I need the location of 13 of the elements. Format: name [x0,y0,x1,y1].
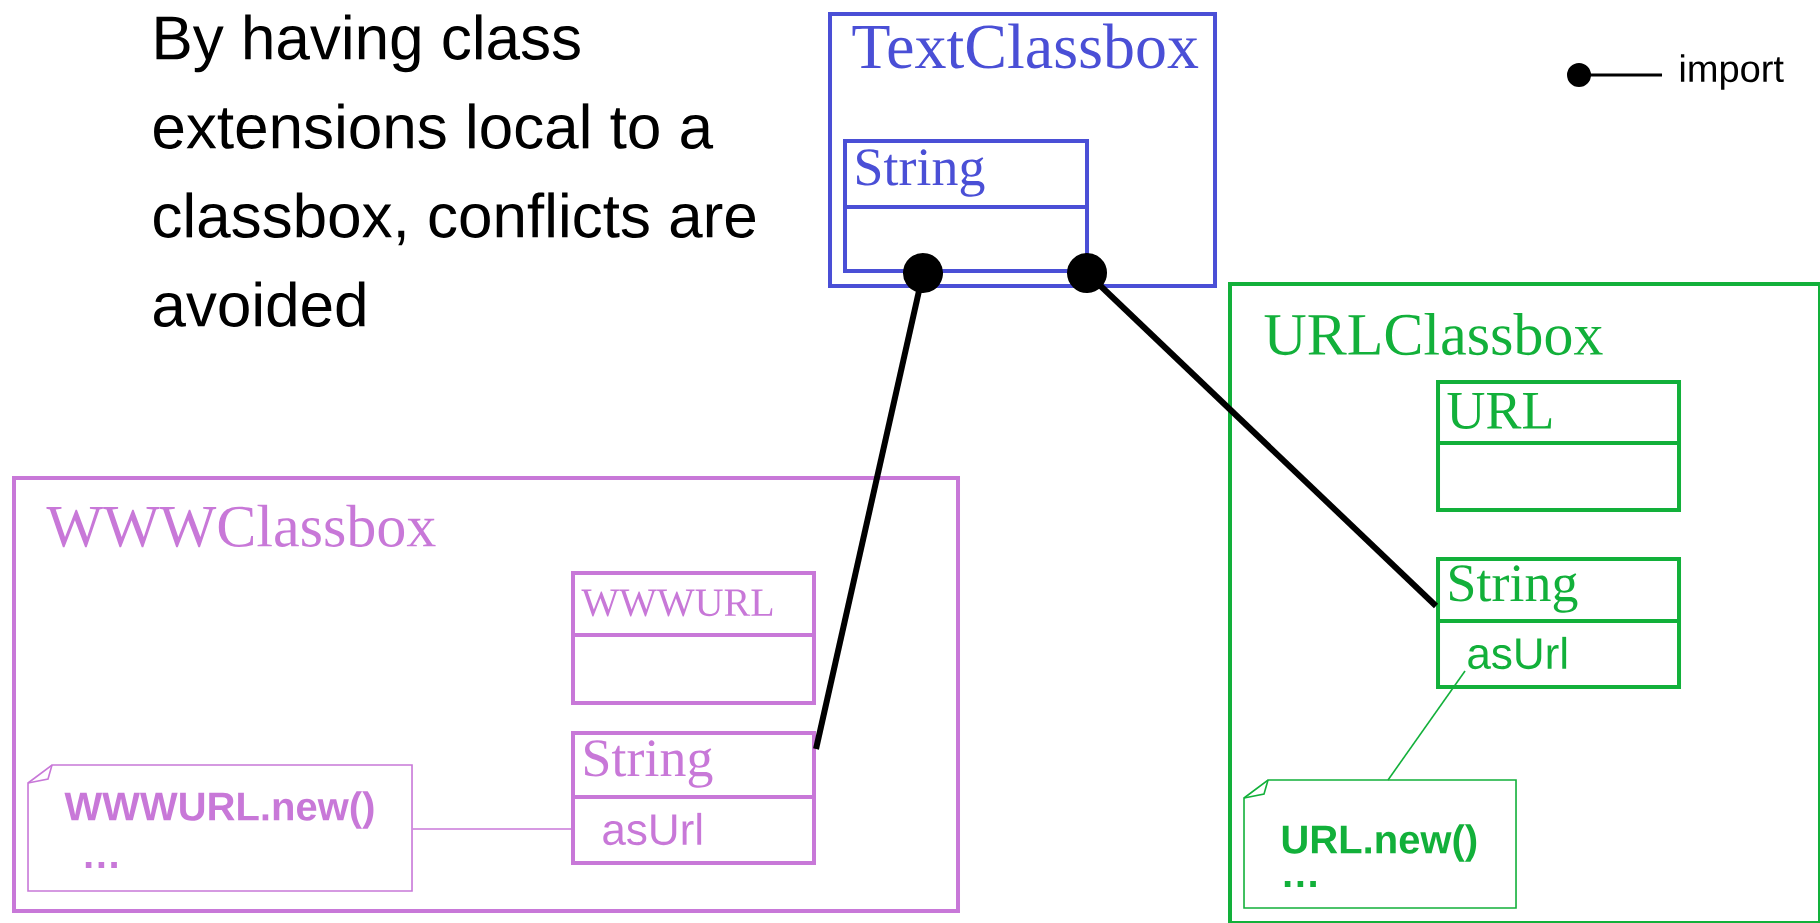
class-box: WWWURL [571,571,816,705]
class-box: String asUrl [1436,557,1681,689]
note-text: By having class extensions local to a classbox, conflicts are avoided [154,14,756,327]
legend-text: import [1680,54,1784,90]
leader-line [1387,670,1466,781]
import-connector [1067,253,1439,609]
note-box: WWWURL.new() … [27,764,413,892]
class-box: String asUrl [571,731,816,865]
import-connector [813,253,943,750]
note-box: URL.new() … [1243,779,1517,909]
class-box: URL [1436,380,1681,512]
class-box: String [843,139,1089,273]
leader-line [412,828,572,830]
